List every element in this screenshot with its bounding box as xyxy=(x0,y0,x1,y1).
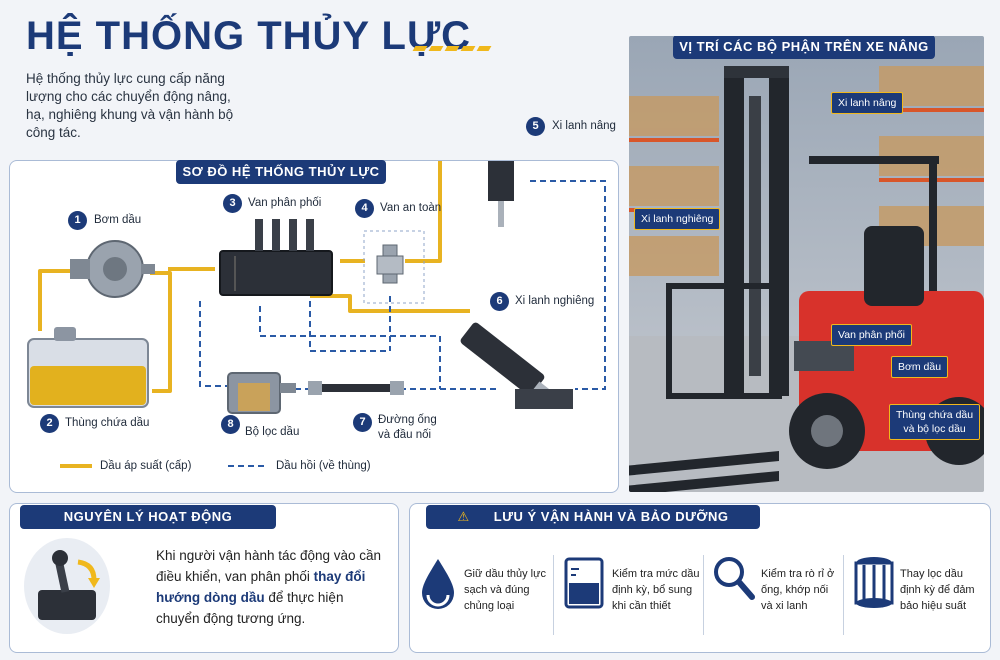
tilt-cylinder-base xyxy=(515,389,573,409)
component-number: 7 xyxy=(353,413,372,432)
component-label-lift-cylinder: Xi lanh nâng xyxy=(552,120,616,132)
level-gauge-icon xyxy=(564,557,604,609)
maintenance-item-4: Thay lọc dầu định kỳ để đảm bảo hiệu suấ… xyxy=(900,568,975,612)
photo-heading: VỊ TRÍ CÁC BỘ PHẬN TRÊN XE NÂNG xyxy=(673,36,935,59)
principle-text: Khi người vận hành tác động vào cần điều… xyxy=(156,545,386,629)
component-label-hose: Đường ống và đầu nối xyxy=(378,414,437,441)
component-label-pump: Bơm dầu xyxy=(94,214,142,226)
safety-valve-shape xyxy=(363,230,425,304)
maintenance-item-3: Kiểm tra rò rỉ ở ống, khớp nối và xi lan… xyxy=(761,568,835,612)
control-lever-image xyxy=(24,538,110,634)
legend-return-label: Dầu hồi (về thùng) xyxy=(276,460,371,472)
pressure-lines xyxy=(38,161,470,393)
component-label-filter: Bộ lọc dầu xyxy=(245,426,300,438)
diagram-heading: SƠ ĐỒ HỆ THỐNG THỦY LỰC xyxy=(176,160,386,184)
tag-lift-cylinder: Xi lanh nâng xyxy=(831,92,904,114)
component-label-safety-valve: Van an toàn xyxy=(380,202,442,214)
legend-pressure-label: Dầu áp suất (cấp) xyxy=(100,460,192,472)
lift-cylinder-shape xyxy=(488,161,514,227)
principle-text-bold: thay đổi hướng dòng dầu xyxy=(156,569,366,605)
principle-text-before: Khi người vận hành tác động vào cần điều… xyxy=(156,548,382,584)
component-number: 1 xyxy=(68,211,87,230)
component-label-control-valve: Van phân phối xyxy=(248,197,322,209)
pump-shape xyxy=(70,240,155,298)
component-number: 5 xyxy=(526,117,545,136)
maintenance-heading: ⚠ LƯU Ý VẬN HÀNH VÀ BẢO DƯỠNG xyxy=(426,505,760,529)
component-number: 8 xyxy=(221,415,240,434)
control-valve-shape xyxy=(219,219,333,296)
component-label-tank: Thùng chứa dầu xyxy=(65,417,150,429)
principle-text-after: để thực hiện chuyển động tương ứng. xyxy=(156,590,344,626)
magnifier-icon xyxy=(714,557,755,600)
tag-tank-filter: Thùng chứa dầu và bộ lọc dầu xyxy=(889,404,981,440)
hose-shape xyxy=(308,381,404,395)
tag-tilt-cylinder: Xi lanh nghiêng xyxy=(634,208,721,230)
component-number: 3 xyxy=(223,194,242,213)
oil-drop-icon xyxy=(422,559,454,609)
filter-shape xyxy=(227,372,296,414)
page-subtitle: Hệ thống thủy lực cung cấp năng lượng ch… xyxy=(26,71,234,140)
page-title: HỆ THỐNG THỦY LỰC xyxy=(26,14,472,58)
component-number: 4 xyxy=(355,199,374,218)
title-decoration xyxy=(412,46,492,51)
oil-tank-shape xyxy=(27,327,149,408)
divider xyxy=(843,555,844,635)
return-lines xyxy=(199,180,606,390)
component-number: 2 xyxy=(40,414,59,433)
component-label-tilt-cylinder: Xi lanh nghiêng xyxy=(515,295,595,307)
diagram-panel: SƠ ĐỒ HỆ THỐNG THỦY LỰC 1 Bơm dầu 2 Thùn… xyxy=(9,117,619,493)
maintenance-heading-text: LƯU Ý VẬN HÀNH VÀ BẢO DƯỠNG xyxy=(493,509,729,524)
joystick-icon xyxy=(38,550,100,620)
tag-control-valve: Van phân phối xyxy=(831,324,912,346)
maintenance-item-2: Kiểm tra mức dầu định kỳ, bổ sung khi cầ… xyxy=(612,568,700,612)
filter-icon xyxy=(854,557,894,608)
forklift-photo-panel: VỊ TRÍ CÁC BỘ PHẬN TRÊN XE NÂNG Xi lanh … xyxy=(629,36,984,492)
maintenance-item-1: Giữ dầu thủy lực sạch và đúng chủng loại xyxy=(464,568,546,612)
divider xyxy=(553,555,554,635)
divider xyxy=(703,555,704,635)
component-number: 6 xyxy=(490,292,509,311)
warning-icon: ⚠ xyxy=(457,509,470,524)
tag-pump: Bơm dầu xyxy=(891,356,949,378)
principle-heading: NGUYÊN LÝ HOẠT ĐỘNG xyxy=(20,505,276,529)
hydraulic-diagram xyxy=(27,161,606,468)
